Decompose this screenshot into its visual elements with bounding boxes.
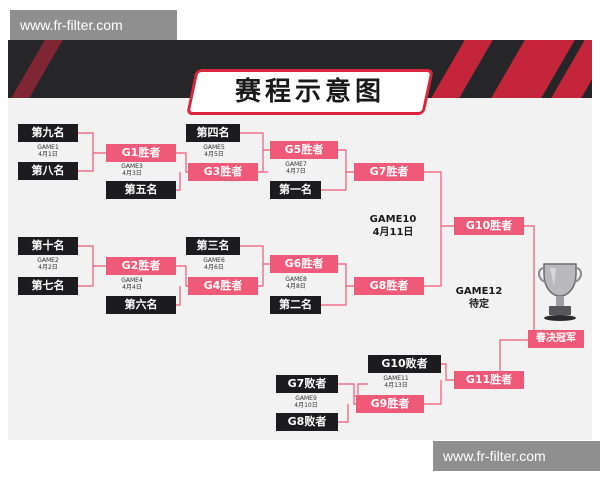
g4-winner: G4胜者 [188,277,258,295]
seed-seventh: 第七名 [18,277,78,295]
g2-winner: G2胜者 [106,257,176,275]
seed-ninth: 第九名 [18,124,78,142]
game-date: 4月7日 [286,168,306,175]
game-name: GAME12 [455,286,503,297]
g5-winner: G5胜者 [270,141,338,159]
seed-first: 第一名 [270,181,321,199]
game-date: 4月5日 [204,151,224,158]
g10-winner: G10胜者 [454,217,524,235]
game-name: GAME3 [121,163,143,170]
seed-sixth: 第六名 [106,296,176,314]
game-date: 4月13日 [384,382,408,389]
g10-loser: G10败者 [368,355,441,373]
seed-second: 第二名 [270,296,321,314]
game-name: GAME4 [121,277,143,284]
game-name: GAME6 [203,257,225,264]
game12-label: GAME12 待定 [444,285,514,311]
trophy-icon [536,260,584,326]
bracket-poster: 赛程示意图 [8,40,592,440]
game-name: GAME8 [285,276,307,283]
game-name: GAME1 [37,144,59,151]
game-date: 待定 [469,299,489,310]
game-date: 4月1日 [38,151,58,158]
game-date: 4月3日 [122,170,142,177]
game-date: 4月2日 [38,264,58,271]
seed-fourth: 第四名 [186,124,240,142]
g1-winner: G1胜者 [106,144,176,162]
g6-winner: G6胜者 [270,255,338,273]
watermark-bottom: www.fr-filter.com [433,441,600,471]
page-title: 赛程示意图 [234,77,385,107]
seed-third: 第三名 [186,237,240,255]
game-date: 4月8日 [286,283,306,290]
g9-winner: G9胜者 [356,395,424,413]
game-name: GAME5 [203,144,225,151]
game-date: 4月6日 [204,264,224,271]
game-name: GAME7 [285,161,307,168]
seed-eighth: 第八名 [18,162,78,180]
seed-tenth: 第十名 [18,237,78,255]
game-date: 4月11日 [372,227,414,238]
g7-winner: G7胜者 [354,163,424,181]
g3-winner: G3胜者 [188,163,258,181]
champion-badge: 春决冠军 [528,330,584,348]
watermark-top: www.fr-filter.com [10,10,177,40]
game10-label: GAME10 4月11日 [358,213,428,239]
game-date: 4月10日 [294,402,318,409]
bracket-lines [78,132,535,423]
g7-loser: G7败者 [276,375,338,393]
g8-loser: G8败者 [276,413,338,431]
game-name: GAME9 [295,395,317,402]
g8-winner: G8胜者 [354,277,424,295]
g11-winner: G11胜者 [454,371,524,389]
game-name: GAME2 [37,257,59,264]
game-name: GAME11 [383,375,409,382]
seed-fifth: 第五名 [106,181,176,199]
game-name: GAME10 [369,214,417,225]
game-date: 4月4日 [122,284,142,291]
